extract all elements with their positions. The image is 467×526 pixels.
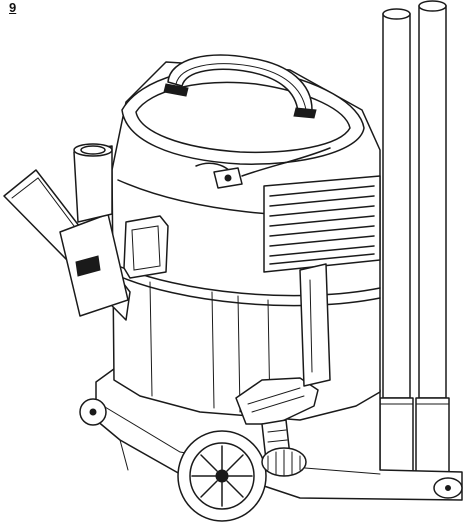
floor-nozzle — [3, 169, 131, 321]
rear-wheel — [177, 430, 267, 522]
side-caster — [261, 447, 307, 477]
ventilation-grille — [263, 175, 381, 273]
accessory-holder — [299, 263, 331, 387]
power-cord-plug — [195, 147, 331, 189]
front-latch — [123, 215, 169, 279]
rear-right-wheel — [433, 477, 463, 499]
suction-elbow — [73, 143, 113, 223]
figure-number: 9 — [9, 0, 17, 15]
extension-tubes — [379, 0, 450, 489]
carrying-handle — [163, 54, 317, 119]
